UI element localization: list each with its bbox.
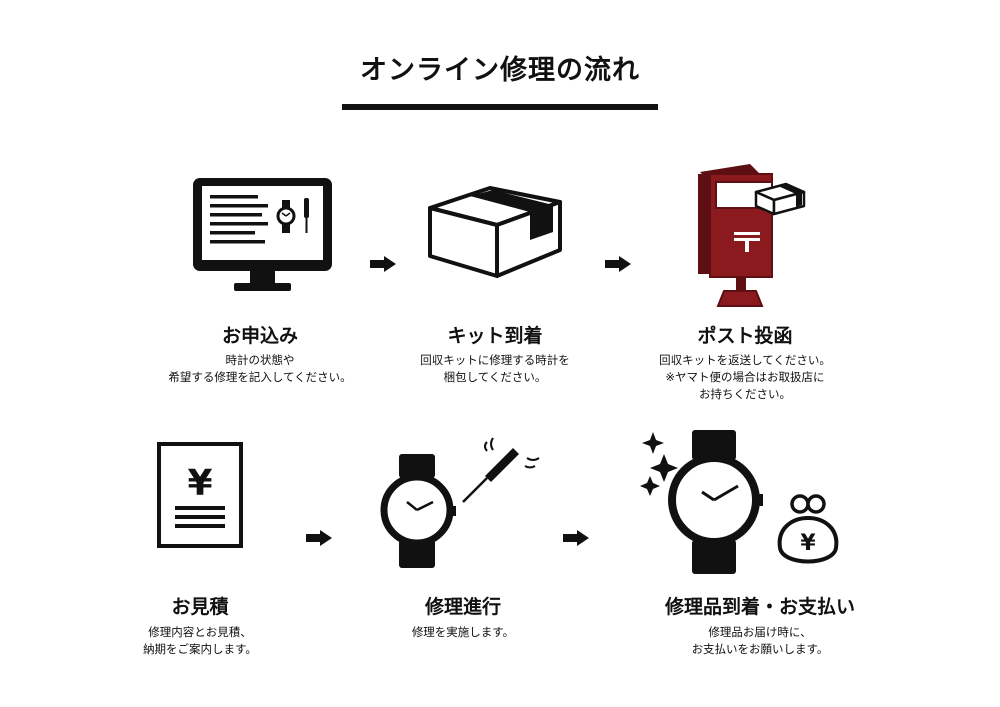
- step-desc-repair: 修理を実施します。: [411, 625, 515, 639]
- post-box-icon: [698, 164, 806, 307]
- watch-and-purse-icon: ¥: [640, 430, 839, 574]
- arrow-right-icon: [563, 530, 589, 546]
- estimate-document-icon: ¥: [157, 442, 243, 548]
- box-icon: [428, 186, 562, 278]
- watch-repair-icon: [380, 437, 540, 568]
- step-title-estimate: お見積: [171, 596, 229, 618]
- step-desc-kit-arrival: 回収キットに修理する時計を 梱包してください。: [420, 353, 570, 384]
- arrow-right-icon: [370, 256, 396, 272]
- step-desc-apply: 時計の状態や 希望する修理を記入してください。: [168, 353, 352, 384]
- step-desc-post: 回収キットを返送してください。 ※ヤマト便の場合はお取扱店に お持ちください。: [659, 353, 831, 401]
- step-title-apply: お申込み: [221, 325, 298, 347]
- yen-symbol: ¥: [187, 463, 212, 504]
- step-title-delivery-payment: 修理品到着・お支払い: [664, 596, 855, 618]
- step-title-repair: 修理進行: [424, 596, 501, 618]
- arrow-right-icon: [605, 256, 631, 272]
- yen-symbol: ¥: [800, 531, 816, 556]
- step-title-post: ポスト投函: [697, 325, 793, 347]
- title-underline: [342, 104, 658, 110]
- step-title-kit-arrival: キット到着: [447, 325, 543, 347]
- computer-monitor-icon: [193, 178, 332, 291]
- step-desc-delivery-payment: 修理品お届け時に、 お支払いをお願いします。: [691, 625, 829, 656]
- step-desc-estimate: 修理内容とお見積、 納期をご案内します。: [143, 625, 257, 656]
- page-title: オンライン修理の流れ: [360, 55, 640, 86]
- arrow-right-icon: [306, 530, 332, 546]
